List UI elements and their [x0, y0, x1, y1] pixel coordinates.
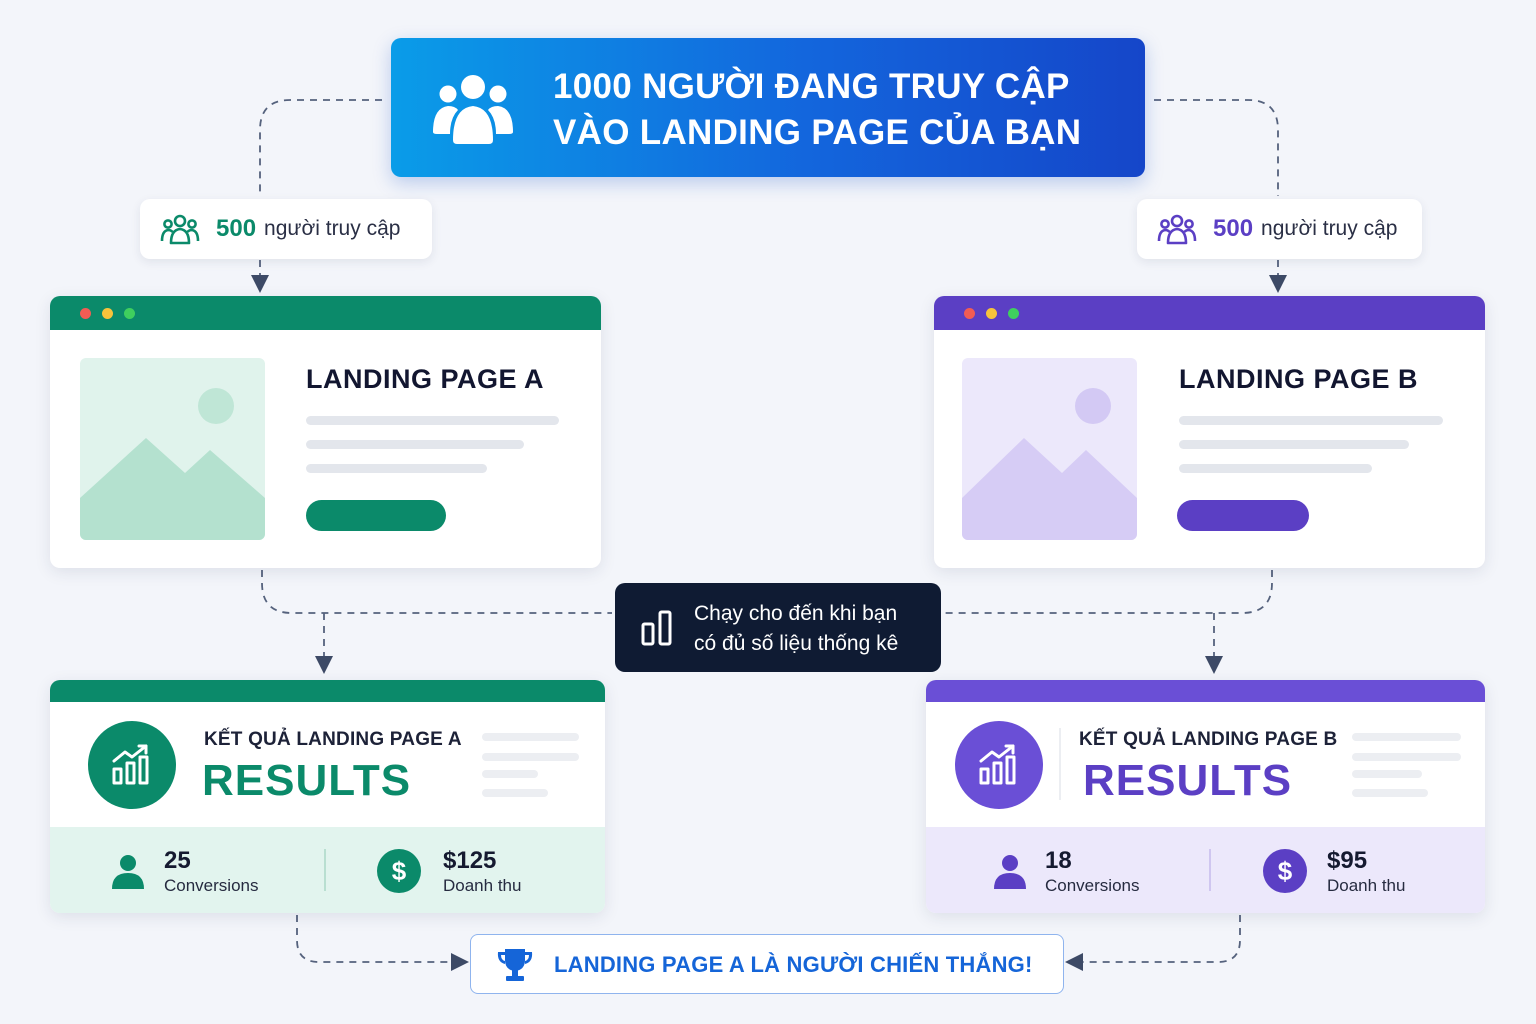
text-placeholder-line [482, 753, 579, 761]
results-heading-a: RESULTS [202, 756, 412, 805]
callout-line1: Chạy cho đến khi bạn [694, 602, 898, 625]
stats-divider [1209, 849, 1211, 891]
svg-text:$: $ [1278, 856, 1293, 886]
results-stats-b: 18 Conversions $ $95 Doanh thu [926, 827, 1485, 913]
visitors-count-a: 500 [216, 215, 257, 242]
run-until-significant-callout: Chạy cho đến khi bạn có đủ số liệu thống… [615, 583, 941, 672]
text-placeholder-line [306, 464, 487, 473]
chart-growth-icon [955, 721, 1043, 809]
user-icon [994, 855, 1026, 889]
text-placeholder-line [482, 733, 579, 741]
stats-divider [324, 849, 326, 891]
image-placeholder-icon [80, 358, 265, 540]
revenue-value-b: $95 [1327, 847, 1368, 874]
visitors-pill-b: 500 người truy cập [1137, 199, 1422, 259]
conversions-label-b: Conversions [1045, 876, 1140, 895]
banner-title: 1000 NGƯỜI ĐANG TRUY CẬP VÀO LANDING PAG… [553, 64, 1081, 156]
winner-banner: LANDING PAGE A LÀ NGƯỜI CHIẾN THẮNG! [470, 934, 1064, 994]
users-group-icon [1157, 214, 1197, 245]
text-placeholder-line [482, 770, 538, 778]
svg-text:$: $ [392, 856, 407, 886]
window-minimize-dot [986, 308, 997, 319]
callout-text: Chạy cho đến khi bạn có đủ số liệu thống… [694, 599, 898, 659]
revenue-label-b: Doanh thu [1327, 876, 1406, 895]
window-minimize-dot [102, 308, 113, 319]
results-card-a: KẾT QUẢ LANDING PAGE A RESULTS 25 Conver… [50, 680, 605, 913]
text-placeholder-line [1352, 789, 1428, 797]
bar-chart-icon [641, 610, 672, 646]
chart-growth-icon [88, 721, 176, 809]
landing-page-a-window: LANDING PAGE A [50, 296, 601, 568]
conversions-label-a: Conversions [164, 876, 259, 895]
trophy-icon [497, 949, 533, 981]
text-placeholder-line [1352, 753, 1461, 761]
traffic-banner: 1000 NGƯỜI ĐANG TRUY CẬP VÀO LANDING PAG… [391, 38, 1145, 177]
text-placeholder-line [482, 789, 548, 797]
landing-page-a-title: LANDING PAGE A [306, 364, 545, 394]
text-placeholder-line [1179, 440, 1409, 449]
revenue-label-a: Doanh thu [443, 876, 522, 895]
results-card-bar [926, 680, 1485, 702]
dollar-icon: $ [1263, 849, 1307, 893]
window-maximize-dot [1008, 308, 1019, 319]
window-close-dot [80, 308, 91, 319]
results-label-a: KẾT QUẢ LANDING PAGE A [204, 729, 462, 750]
winner-text: LANDING PAGE A LÀ NGƯỜI CHIẾN THẮNG! [554, 952, 1033, 977]
landing-page-b-title: LANDING PAGE B [1179, 364, 1419, 394]
text-placeholder-line [1179, 416, 1443, 425]
visitors-label-a: người truy cập [264, 217, 401, 240]
user-icon [112, 855, 144, 889]
text-placeholder-line [306, 416, 559, 425]
revenue-value-a: $125 [443, 847, 497, 874]
text-placeholder-line [1352, 770, 1422, 778]
results-card-b: KẾT QUẢ LANDING PAGE B RESULTS 18 Conver… [926, 680, 1485, 913]
visitors-label-b: người truy cập [1261, 217, 1398, 240]
window-close-dot [964, 308, 975, 319]
callout-line2: có đủ số liệu thống kê [694, 632, 899, 655]
landing-page-b-window: LANDING PAGE B [934, 296, 1485, 568]
text-placeholder-line [306, 440, 524, 449]
cta-button-placeholder[interactable] [306, 500, 446, 531]
image-placeholder-icon [962, 358, 1137, 540]
conversions-value-a: 25 [164, 847, 191, 874]
results-label-b: KẾT QUẢ LANDING PAGE B [1079, 729, 1338, 750]
dollar-icon: $ [377, 849, 421, 893]
banner-title-line1: 1000 NGƯỜI ĐANG TRUY CẬP [553, 67, 1070, 106]
text-placeholder-line [1179, 464, 1372, 473]
banner-title-line2: VÀO LANDING PAGE CỦA BẠN [553, 113, 1082, 152]
users-group-icon [160, 214, 200, 245]
text-placeholder-line [1352, 733, 1461, 741]
header-divider [1059, 728, 1061, 800]
results-heading-b: RESULTS [1083, 756, 1293, 805]
conversions-value-b: 18 [1045, 847, 1072, 874]
users-group-icon [433, 75, 513, 144]
visitors-pill-a: 500 người truy cập [140, 199, 432, 259]
results-stats-a: 25 Conversions $ $125 Doanh thu [50, 827, 605, 913]
browser-title-bar [934, 296, 1485, 330]
window-maximize-dot [124, 308, 135, 319]
browser-title-bar [50, 296, 601, 330]
results-card-bar [50, 680, 605, 702]
cta-button-placeholder[interactable] [1177, 500, 1309, 531]
visitors-count-b: 500 [1213, 215, 1254, 242]
